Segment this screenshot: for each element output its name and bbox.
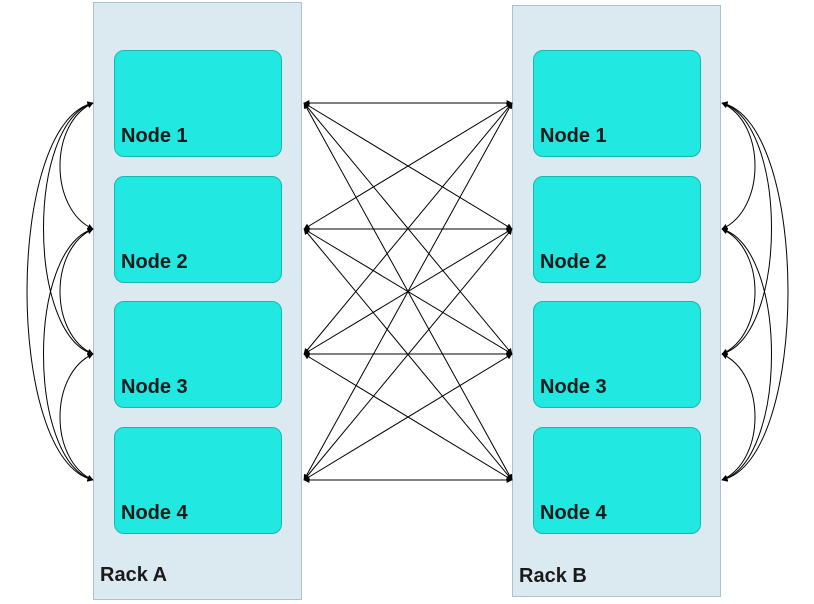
node-label: Node 4 bbox=[121, 502, 188, 524]
rack-a-node-1[interactable]: Node 1 bbox=[114, 50, 282, 157]
link-a2-b3 bbox=[303, 228, 513, 355]
rack-a-label: Rack A bbox=[100, 564, 168, 586]
rack-b-link-2-4 bbox=[721, 227, 772, 482]
rack-b-node-4[interactable]: Node 4 bbox=[533, 427, 701, 534]
rack-a-link-2-3 bbox=[59, 228, 94, 355]
node-label: Node 1 bbox=[121, 125, 188, 147]
link-a2-b1 bbox=[303, 102, 513, 230]
link-a3-b2 bbox=[303, 228, 513, 355]
link-a3-b1 bbox=[303, 102, 513, 355]
node-label: Node 2 bbox=[121, 251, 188, 273]
rack-b-node-3[interactable]: Node 3 bbox=[533, 301, 701, 408]
link-a4-b1 bbox=[303, 102, 513, 481]
node-label: Node 2 bbox=[540, 251, 607, 273]
rack-b-link-3-4 bbox=[721, 353, 756, 481]
node-label: Node 4 bbox=[540, 502, 607, 524]
rack-a-link-1-3 bbox=[43, 101, 94, 356]
rack-a-node-2[interactable]: Node 2 bbox=[114, 176, 282, 283]
rack-a-intra-links bbox=[26, 101, 94, 482]
rack-b-node-1[interactable]: Node 1 bbox=[533, 50, 701, 157]
rack-b-link-1-4 bbox=[721, 101, 789, 482]
rack-a-node-4[interactable]: Node 4 bbox=[114, 427, 282, 534]
node-label: Node 1 bbox=[540, 125, 607, 147]
node-label: Node 3 bbox=[540, 376, 607, 398]
rack-a: Node 1 Node 2 Node 3 Node 4 Rack A bbox=[93, 2, 302, 600]
rack-a-link-1-4 bbox=[26, 101, 94, 482]
link-a4-b3 bbox=[303, 353, 513, 481]
rack-a-node-3[interactable]: Node 3 bbox=[114, 301, 282, 408]
rack-a-link-1-2 bbox=[59, 102, 94, 230]
link-a1-b4 bbox=[303, 102, 513, 481]
link-a1-b2 bbox=[303, 102, 513, 230]
rack-a-link-3-4 bbox=[59, 353, 94, 481]
node-label: Node 3 bbox=[121, 376, 188, 398]
rack-b-link-1-3 bbox=[721, 101, 772, 356]
rack-b-link-2-3 bbox=[721, 228, 756, 355]
rack-b-label: Rack B bbox=[519, 565, 587, 587]
link-a1-b3 bbox=[303, 102, 513, 355]
rack-b-node-2[interactable]: Node 2 bbox=[533, 176, 701, 283]
link-a4-b2 bbox=[303, 228, 513, 481]
rack-b-link-1-2 bbox=[721, 102, 756, 230]
link-a3-b4 bbox=[303, 353, 513, 481]
link-a2-b4 bbox=[303, 228, 513, 481]
inter-rack-links bbox=[303, 100, 513, 483]
rack-b: Node 1 Node 2 Node 3 Node 4 Rack B bbox=[512, 5, 721, 597]
rack-a-link-2-4 bbox=[43, 227, 94, 482]
rack-b-intra-links bbox=[721, 101, 789, 482]
